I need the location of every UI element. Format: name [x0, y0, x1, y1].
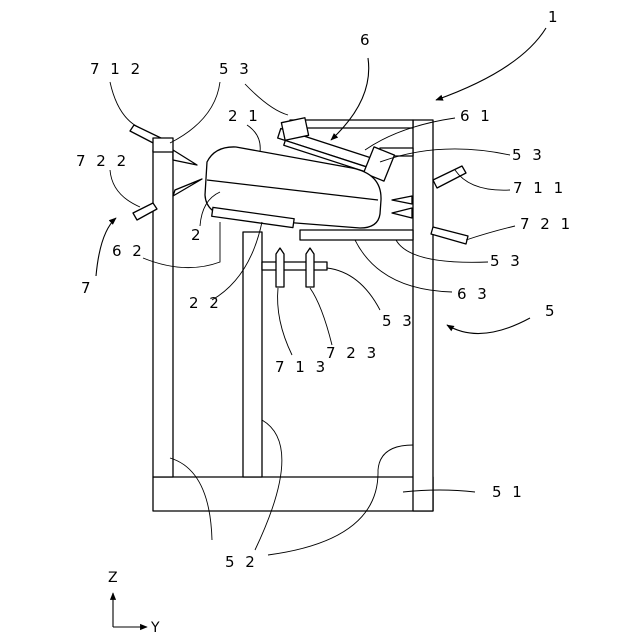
label-53b: 5 3 [382, 312, 415, 330]
nozzle-721 [431, 227, 468, 244]
top-beam-53 [290, 120, 413, 128]
label-53a: 5 3 [219, 60, 252, 78]
pin-723 [306, 248, 314, 287]
arrow-5 [447, 318, 530, 334]
leader-53a [170, 82, 220, 143]
label-1: 1 [548, 8, 561, 26]
leader-53d [396, 240, 488, 262]
label-5: 5 [545, 302, 558, 320]
leader-713 [278, 288, 292, 355]
nozzle-tip-left-2 [173, 179, 202, 196]
leader-723 [310, 288, 332, 345]
axis-z-label: Z [108, 570, 118, 586]
label-53d: 5 3 [490, 252, 523, 270]
axis-y-label: Y [150, 620, 160, 636]
bracket-53-lower [262, 262, 327, 270]
pin-713 [276, 248, 284, 287]
nozzle-tip-left-1 [173, 150, 197, 165]
label-721: 7 2 1 [520, 215, 573, 233]
label-51: 5 1 [492, 483, 525, 501]
base-plate-51 [153, 477, 433, 511]
label-7: 7 [81, 279, 94, 297]
arrow-1 [436, 28, 546, 100]
label-6: 6 [360, 31, 373, 49]
label-723: 7 2 3 [326, 344, 379, 362]
label-21: 2 1 [228, 107, 261, 125]
support-plate-63 [300, 230, 413, 240]
label-2: 2 [191, 226, 204, 244]
leader-63 [355, 240, 452, 292]
nozzle-tip-right-2 [392, 208, 412, 218]
label-712: 7 1 2 [90, 60, 143, 78]
label-722: 7 2 2 [76, 152, 129, 170]
column-right-52 [413, 120, 433, 511]
label-713: 7 1 3 [275, 358, 328, 376]
label-52: 5 2 [225, 553, 258, 571]
nozzle-tip-right-1 [392, 196, 412, 204]
label-62: 6 2 [112, 242, 145, 260]
column-cap-53 [153, 138, 173, 152]
leader-21 [247, 125, 260, 152]
label-61: 6 1 [460, 107, 493, 125]
label-63: 6 3 [457, 285, 490, 303]
label-711: 7 1 1 [513, 179, 566, 197]
label-22: 2 2 [189, 294, 222, 312]
leader-53e [327, 268, 380, 310]
leader-712 [110, 82, 140, 128]
column-middle-52 [243, 232, 262, 477]
column-left-52 [153, 150, 173, 477]
leader-722 [110, 170, 140, 207]
label-53c: 5 3 [512, 146, 545, 164]
leader-721 [466, 226, 515, 240]
